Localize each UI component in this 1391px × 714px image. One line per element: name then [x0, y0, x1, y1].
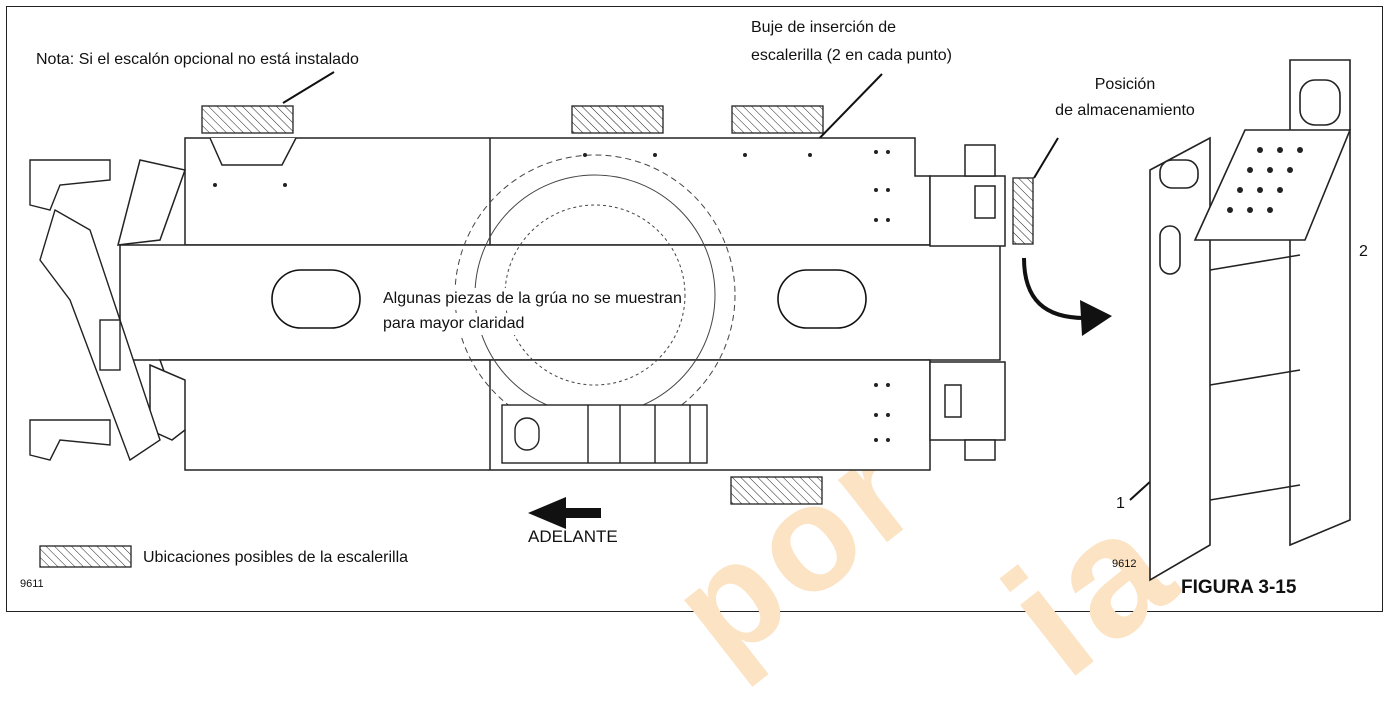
bushing-label-line1: Buje de inserción de: [751, 19, 896, 36]
ladder-location-boxes: [39, 105, 1034, 568]
storage-label-line2: de almacenamiento: [1055, 102, 1195, 119]
oval-cutouts: [271, 269, 867, 329]
storage-label-line1: Posición: [1094, 76, 1156, 93]
figure-frame: [6, 6, 1383, 612]
deployed-step: [501, 404, 708, 464]
parts-note-line2: para mayor claridad: [383, 313, 525, 335]
drawing-code-left: 9611: [20, 578, 44, 590]
drawing-code-right: 9612: [1112, 558, 1137, 570]
storage-arrow: [1022, 257, 1112, 336]
crane-carrier-drawing: [29, 59, 1352, 582]
forward-label: ADELANTE: [528, 527, 618, 546]
figure-caption: FIGURA 3-15: [1181, 577, 1297, 598]
parts-note-line1: Algunas piezas de la grúa no se muestran: [383, 288, 682, 310]
ladder-step-holes: [1227, 147, 1303, 213]
callout-1: 1: [1116, 495, 1125, 512]
callout-2: 2: [1359, 243, 1368, 260]
note-label: Nota: Si el escalón opcional no está ins…: [36, 51, 359, 68]
bushing-label-line2: escalerilla (2 en cada punto): [751, 47, 953, 64]
legend-label: Ubicaciones posibles de la escalerilla: [143, 549, 409, 566]
forward-arrow: [528, 497, 601, 529]
front-axle-assembly: [29, 159, 161, 462]
carrier-frame: [116, 137, 1006, 471]
ladder-detail: [1149, 59, 1352, 582]
frame-holes: [213, 150, 890, 442]
